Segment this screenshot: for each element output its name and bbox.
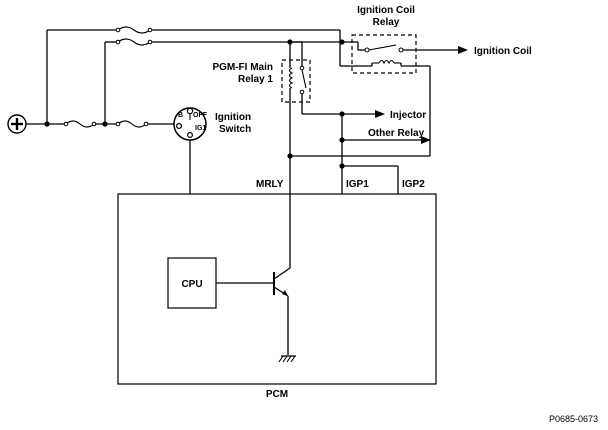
injector-label: Injector — [390, 110, 426, 121]
pgmfi-main-relay — [281, 41, 311, 156]
injector-output-wire — [302, 110, 431, 144]
pgmfi-relay-label-2: Relay 1 — [238, 74, 273, 85]
top-fused-wire — [46, 26, 350, 124]
ground-icon — [278, 355, 296, 363]
second-fused-wire — [104, 38, 350, 124]
ignition-coil-relay-label: Ignition Coil — [357, 5, 415, 16]
cpu-label: CPU — [181, 279, 202, 290]
switch-b-label: B — [178, 112, 183, 119]
igp2-label: IGP2 — [402, 179, 425, 190]
main-supply-wire — [26, 120, 170, 128]
ignition-switch-label: Ignition — [215, 112, 251, 123]
ignition-coil-label: Ignition Coil — [474, 46, 532, 57]
switch-ig1-label: IG1 — [195, 125, 206, 132]
transistor-icon — [216, 156, 291, 355]
ignition-switch-label-2: Switch — [219, 124, 251, 135]
other-relay-label: Other Relay — [368, 128, 425, 139]
igp1-label: IGP1 — [346, 179, 369, 190]
pgmfi-relay-label: PGM-FI Main — [212, 62, 273, 73]
pcm-label: PCM — [266, 389, 288, 400]
mrly-label: MRLY — [256, 179, 284, 190]
battery-positive-icon — [7, 114, 27, 134]
ignition-coil-relay-label-2: Relay — [373, 17, 400, 28]
switch-off-label: OFF — [193, 112, 208, 119]
figure-code: P0685-0673 — [549, 414, 598, 424]
ignition-coil-relay — [290, 34, 468, 157]
cpu-box — [167, 257, 217, 309]
